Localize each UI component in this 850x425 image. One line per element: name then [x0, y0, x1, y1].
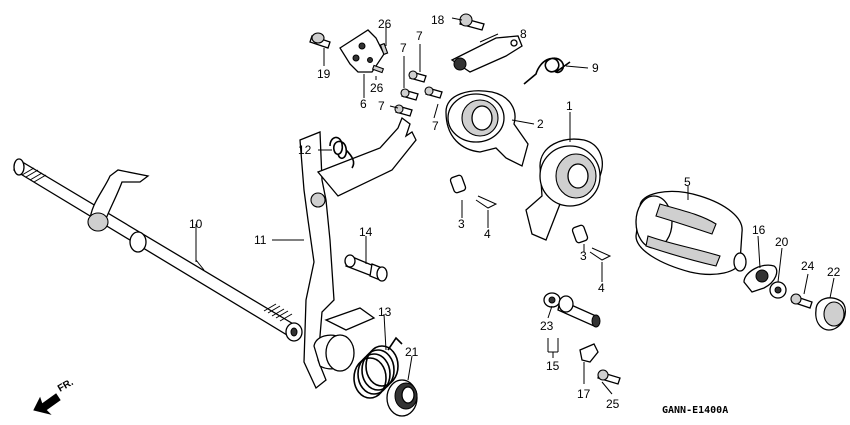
callout-21: 21 [405, 345, 419, 359]
callout-12: 12 [298, 143, 312, 157]
guide-pin-3a [449, 174, 467, 194]
stopper-pin-14 [344, 254, 388, 282]
callout-15: 15 [546, 359, 560, 373]
stopper-plate-6 [339, 29, 385, 73]
callout-3a: 3 [458, 217, 465, 231]
cam-16 [743, 264, 778, 293]
callout-2: 2 [537, 117, 544, 131]
callout-26b: 26 [370, 81, 384, 95]
shift-drum-5 [635, 190, 747, 276]
dowel-pins-26 [371, 42, 389, 74]
callout-8: 8 [520, 27, 527, 41]
front-direction-arrow: FR. [33, 377, 76, 415]
washer-23 [543, 292, 561, 308]
plate-8 [450, 35, 523, 73]
callout-19: 19 [317, 67, 331, 81]
front-direction-label: FR. [56, 377, 76, 395]
callout-20: 20 [775, 235, 789, 249]
callout-7a: 7 [400, 41, 407, 55]
leader-lines [195, 17, 835, 395]
guide-pin-3b [571, 224, 589, 244]
callout-7c: 7 [378, 99, 385, 113]
callout-4a: 4 [484, 227, 491, 241]
bolt-24 [790, 293, 813, 309]
washer-20 [769, 281, 787, 299]
diagram-code: GANN-E1400A [662, 405, 728, 416]
callout-6: 6 [360, 97, 367, 111]
shift-fork-2 [445, 90, 529, 167]
callout-24: 24 [801, 259, 815, 273]
gearshift-spindle [12, 158, 303, 342]
cap-22 [815, 297, 847, 331]
bolt-19 [309, 32, 331, 49]
callout-10: 10 [189, 217, 203, 231]
return-spring-12 [329, 136, 355, 169]
collar-21 [386, 379, 418, 417]
callout-14: 14 [359, 225, 373, 239]
return-spring-13 [353, 336, 403, 399]
callout-18: 18 [431, 13, 445, 27]
callout-13: 13 [378, 305, 392, 319]
callout-7d: 7 [432, 119, 439, 133]
callout-1: 1 [566, 99, 573, 113]
clip-4a [475, 195, 498, 209]
callout-7b: 7 [416, 29, 423, 43]
callout-26a: 26 [378, 17, 392, 31]
shift-fork-1 [525, 138, 603, 241]
callout-4b: 4 [598, 281, 605, 295]
callout-3b: 3 [580, 249, 587, 263]
callout-5: 5 [684, 175, 691, 189]
callout-11: 11 [254, 233, 267, 247]
clip-17 [579, 343, 599, 363]
clip-4b [589, 247, 612, 261]
pin-15 [557, 295, 601, 328]
bolt-18 [459, 13, 485, 31]
gearshift-arm [299, 116, 417, 390]
callout-17: 17 [577, 387, 591, 401]
spring-9 [523, 57, 571, 85]
callout-9: 9 [592, 61, 599, 75]
bolt-25 [597, 369, 621, 385]
callout-25: 25 [606, 397, 620, 411]
callout-numbers: 1 2 3 3 4 4 5 6 7 7 7 7 8 9 10 11 12 13 … [189, 13, 841, 411]
callout-22: 22 [827, 265, 841, 279]
callout-23: 23 [540, 319, 554, 333]
callout-16: 16 [752, 223, 766, 237]
bolts-7 [394, 70, 443, 117]
